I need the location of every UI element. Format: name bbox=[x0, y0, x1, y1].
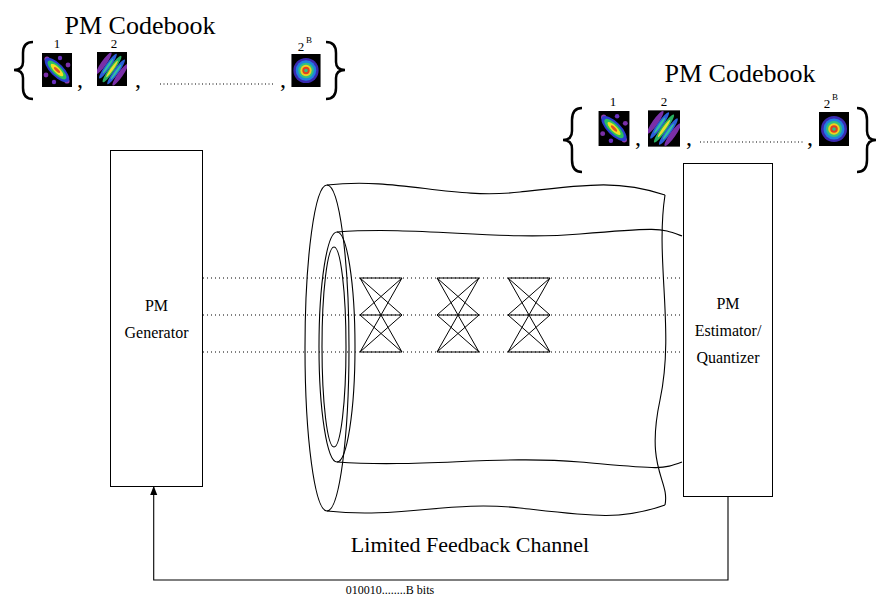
mode-thumbnail bbox=[41, 49, 849, 151]
codeword-exponent: B bbox=[832, 93, 838, 103]
codebook-ellipsis bbox=[160, 84, 803, 142]
codeword-index: 1 bbox=[54, 37, 61, 51]
feedback-line bbox=[154, 487, 728, 580]
set-comma: , bbox=[77, 66, 83, 92]
codeword-index: 2 bbox=[298, 40, 305, 54]
channel-label: Limited Feedback Channel bbox=[351, 533, 589, 557]
figure-title: PM Codebook bbox=[665, 60, 816, 89]
mode-path-line bbox=[203, 278, 683, 279]
codeword-index: 2 bbox=[824, 97, 831, 111]
set-comma: , bbox=[280, 66, 286, 92]
box-label: PM Generator bbox=[119, 292, 194, 346]
feedback-bits: 010010........B bits bbox=[346, 584, 434, 597]
set-comma: , bbox=[635, 124, 641, 150]
estimator-box: PM Estimator/ Quantizer bbox=[683, 163, 773, 497]
codeword-index: 2 bbox=[661, 95, 668, 109]
generator-box: PM Generator bbox=[110, 150, 203, 487]
fiber-cylinder bbox=[305, 183, 682, 515]
codeword-index: 2 bbox=[111, 37, 118, 51]
mode-path-line bbox=[203, 352, 683, 353]
box-label: PM Estimator/ Quantizer bbox=[692, 290, 764, 371]
set-comma: , bbox=[135, 66, 141, 92]
codeword-exponent: B bbox=[306, 36, 312, 46]
codeword-index: 1 bbox=[610, 95, 617, 109]
set-comma: , bbox=[686, 124, 692, 150]
mode-path-line bbox=[203, 315, 683, 316]
figure-title: PM Codebook bbox=[65, 12, 216, 41]
set-comma: , bbox=[807, 124, 813, 150]
